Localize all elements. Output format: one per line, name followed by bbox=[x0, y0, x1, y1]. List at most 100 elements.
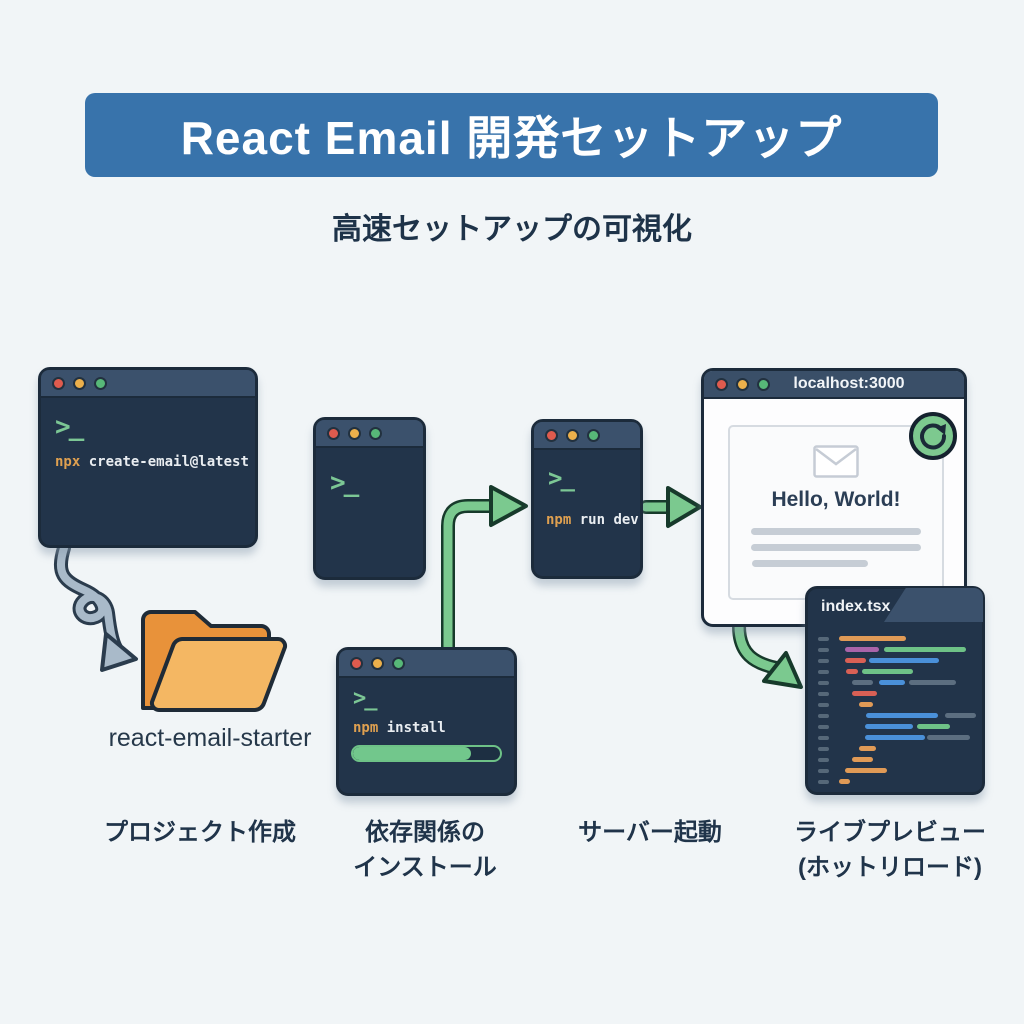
code-token-bar bbox=[869, 658, 939, 663]
code-token-bar bbox=[884, 647, 966, 652]
code-row bbox=[818, 699, 976, 710]
code-token-bar bbox=[862, 669, 913, 674]
install-progress-bar bbox=[351, 745, 502, 762]
line-number-dash bbox=[818, 713, 829, 718]
browser-window: localhost:3000 Hello, World! bbox=[701, 368, 967, 627]
line-number-dash bbox=[818, 724, 829, 729]
line-number-dash bbox=[818, 647, 829, 652]
code-token-bar bbox=[879, 680, 905, 685]
command-install: npm install bbox=[339, 710, 514, 736]
envelope-icon bbox=[813, 445, 859, 478]
title-banner: React Email 開発セットアップ bbox=[85, 93, 938, 177]
code-token-bar bbox=[845, 658, 866, 663]
step-label-create: プロジェクト作成 bbox=[104, 819, 296, 846]
code-token-bar bbox=[845, 768, 887, 773]
line-number-dash bbox=[818, 669, 829, 674]
line-number-dash bbox=[818, 768, 829, 773]
terminal-prompt-icon: >_ bbox=[330, 468, 359, 498]
page-title: React Email 開発セットアップ bbox=[180, 112, 843, 164]
step-label-preview: ライブプレビュー (ホットリロード) bbox=[794, 819, 986, 881]
terminal-window-dev: >_ npm run dev bbox=[531, 419, 643, 579]
flow-arrow-install-to-dev-icon bbox=[441, 485, 528, 662]
folder-label: react-email-starter bbox=[108, 724, 312, 752]
code-token-bar bbox=[845, 647, 879, 652]
code-row bbox=[818, 721, 976, 732]
line-number-dash bbox=[818, 691, 829, 696]
minimize-icon bbox=[348, 426, 361, 440]
close-icon bbox=[350, 656, 363, 670]
code-token-bar bbox=[846, 669, 858, 674]
close-icon bbox=[715, 377, 728, 391]
code-token-bar bbox=[909, 680, 956, 685]
close-icon bbox=[545, 428, 558, 442]
terminal-window-install: >_ npm install bbox=[336, 647, 517, 796]
code-row bbox=[818, 677, 976, 688]
terminal-titlebar bbox=[316, 420, 423, 448]
code-row bbox=[818, 754, 976, 765]
close-icon bbox=[327, 426, 340, 440]
line-number-dash bbox=[818, 702, 829, 707]
minimize-icon bbox=[371, 656, 384, 670]
zoom-icon bbox=[392, 656, 405, 670]
terminal-window-blank: >_ bbox=[313, 417, 426, 580]
code-token-bar bbox=[866, 713, 938, 718]
command-dev: npm run dev bbox=[534, 490, 640, 528]
command-text: create-email@latest bbox=[88, 454, 249, 470]
line-number-dash bbox=[818, 746, 829, 751]
line-number-dash bbox=[818, 757, 829, 762]
code-row bbox=[818, 732, 976, 743]
command-prefix: npx bbox=[55, 454, 81, 470]
browser-titlebar: localhost:3000 bbox=[704, 371, 964, 399]
code-token-bar bbox=[927, 735, 970, 740]
text-placeholder-line bbox=[752, 560, 868, 567]
email-preview-card: Hello, World! bbox=[728, 425, 944, 600]
editor-tab bbox=[884, 588, 983, 622]
page-subtitle: 高速セットアップの可視化 bbox=[332, 213, 692, 246]
code-row bbox=[818, 776, 976, 787]
text-placeholder-line bbox=[751, 544, 921, 551]
minimize-icon bbox=[736, 377, 749, 391]
step-label-server: サーバー起動 bbox=[578, 819, 722, 846]
zoom-icon bbox=[94, 376, 107, 390]
terminal-titlebar bbox=[339, 650, 514, 678]
code-token-bar bbox=[917, 724, 950, 729]
curved-loop-arrow-icon bbox=[53, 541, 138, 672]
zoom-icon bbox=[587, 428, 600, 442]
code-row bbox=[818, 644, 976, 655]
line-number-dash bbox=[818, 779, 829, 784]
code-token-bar bbox=[852, 757, 873, 762]
line-number-dash bbox=[818, 735, 829, 740]
zoom-icon bbox=[757, 377, 770, 391]
code-row bbox=[818, 743, 976, 754]
code-row bbox=[818, 633, 976, 644]
terminal-prompt-icon: >_ bbox=[548, 464, 575, 492]
code-token-bar bbox=[852, 680, 873, 685]
step-label-install: 依存関係の インストール bbox=[353, 819, 497, 881]
flow-arrow-browser-to-editor-icon bbox=[732, 619, 803, 689]
terminal-prompt-icon: >_ bbox=[55, 412, 84, 442]
terminal-window-create: >_ npx create-email@latest bbox=[38, 367, 258, 548]
text-placeholder-line bbox=[751, 528, 921, 535]
close-icon bbox=[52, 376, 65, 390]
line-number-dash bbox=[818, 658, 829, 663]
code-token-bar bbox=[839, 636, 906, 641]
editor-filename: index.tsx bbox=[821, 598, 891, 615]
terminal-prompt-icon: >_ bbox=[353, 686, 378, 711]
code-row bbox=[818, 666, 976, 677]
line-number-dash bbox=[818, 636, 829, 641]
code-row bbox=[818, 688, 976, 699]
command-text: run dev bbox=[579, 512, 639, 528]
address-bar-url: localhost:3000 bbox=[793, 375, 905, 392]
terminal-titlebar bbox=[534, 422, 640, 450]
code-token-bar bbox=[945, 713, 976, 718]
refresh-icon bbox=[909, 412, 957, 460]
install-progress-fill bbox=[353, 747, 471, 760]
email-heading: Hello, World! bbox=[771, 488, 901, 511]
code-token-bar bbox=[839, 779, 850, 784]
code-row bbox=[818, 710, 976, 721]
code-token-bar bbox=[865, 724, 913, 729]
code-editor-window: index.tsx bbox=[805, 586, 985, 795]
code-token-bar bbox=[859, 702, 873, 707]
minimize-icon bbox=[566, 428, 579, 442]
